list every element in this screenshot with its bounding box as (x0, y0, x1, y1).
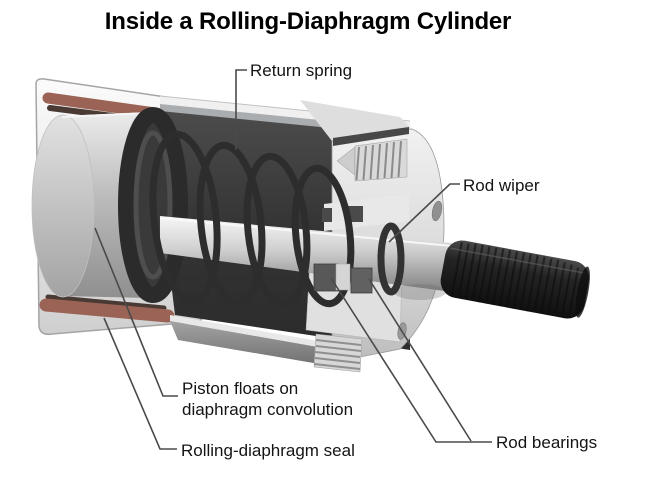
piston (31, 107, 188, 303)
label-piston-line2: diaphragm convolution (182, 400, 354, 419)
label-return-spring: Return spring (250, 60, 352, 81)
label-piston-line1: Piston floats on (182, 379, 299, 398)
lower-thread-insert (313, 333, 363, 373)
leader-return-spring (235, 69, 247, 150)
leader-piston (94, 227, 178, 397)
return-spring-coils (149, 130, 355, 308)
label-rod-wiper: Rod wiper (463, 175, 540, 196)
label-rod-wiper-text: Rod wiper (463, 176, 540, 195)
rod-threaded-end (440, 240, 590, 319)
label-rod-bearings: Rod bearings (496, 432, 597, 453)
cap-face-hole (431, 200, 443, 222)
rod-wiper-ring (377, 222, 405, 296)
cylinder-barrel-bottom (170, 315, 337, 367)
leader-seal (103, 317, 177, 450)
label-rolling-diaphragm-seal-text: Rolling-diaphragm seal (181, 441, 355, 460)
label-piston-floats: Piston floats on diaphragm convolution (182, 378, 353, 420)
leader-bearing-1 (330, 277, 492, 443)
leader-rod-wiper (388, 183, 460, 243)
label-rod-bearings-text: Rod bearings (496, 433, 598, 452)
label-rolling-diaphragm-seal: Rolling-diaphragm seal (181, 440, 355, 461)
leader-bearing-2 (368, 278, 472, 442)
mounting-stud (336, 138, 408, 182)
leader-lines (94, 69, 492, 450)
page-title: Inside a Rolling-Diaphragm Cylinder (104, 8, 512, 35)
rod-bearings (313, 263, 373, 294)
label-return-spring-text: Return spring (250, 61, 353, 80)
